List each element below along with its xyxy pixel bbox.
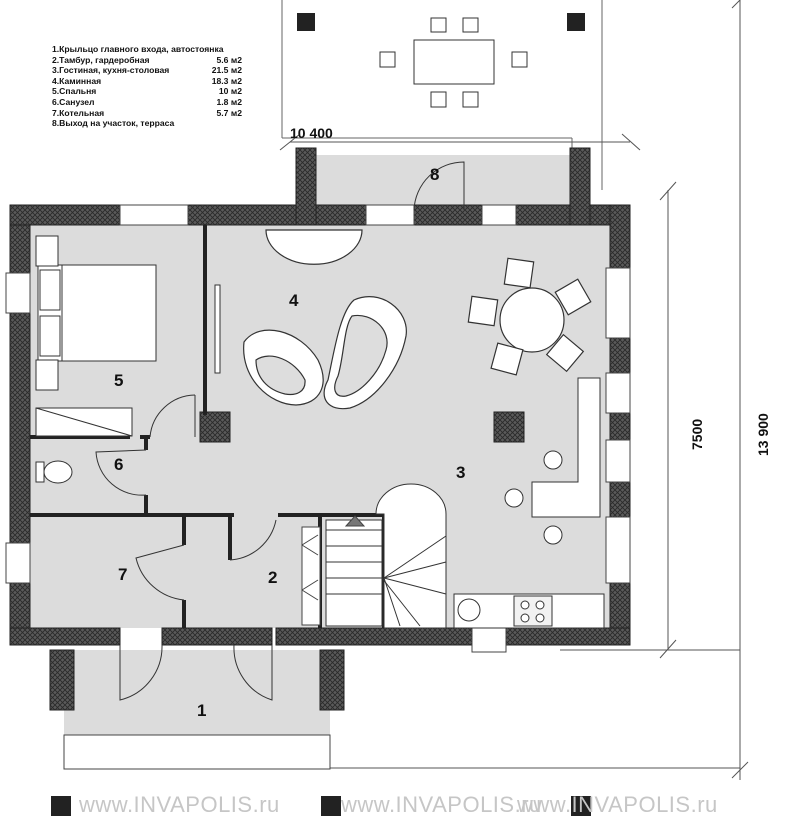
legend-room-name: 6.Санузел <box>52 96 95 107</box>
watermark-text: www.INVAPOLIS.ru <box>341 792 542 817</box>
partition <box>214 284 221 374</box>
legend-room-name: 7.Котельная <box>52 107 105 118</box>
room-label-1: 1 <box>197 701 206 720</box>
legend-row: 7.Котельная 5.7 м2 <box>52 108 242 119</box>
room-label-2: 2 <box>268 568 277 587</box>
staircase <box>325 483 447 629</box>
bed <box>35 235 157 437</box>
doors <box>95 161 465 701</box>
terrace-outline <box>281 0 603 190</box>
legend-room-name: 1.Крыльцо главного входа, автостоянка <box>52 44 224 54</box>
legend-row: 1.Крыльцо главного входа, автостоянка <box>52 44 242 55</box>
armchairs <box>243 229 407 410</box>
legend-room-area: 18.3 м2 <box>211 75 242 86</box>
legend-room-name: 5.Спальня <box>52 86 97 97</box>
legend-room-area: 5.7 м2 <box>216 107 242 118</box>
windows <box>5 204 631 770</box>
legend-room-area: 10 м2 <box>218 86 242 97</box>
dimension-depth-total: 13 900 <box>755 413 771 456</box>
room-label-4: 4 <box>289 291 299 310</box>
toilet <box>35 460 73 484</box>
terrace-pillar <box>297 13 315 31</box>
legend-room-area: 5.6 м2 <box>216 54 242 65</box>
legend-row: 2.Тамбур, гардеробная 5.6 м2 <box>52 55 242 66</box>
legend-room-name: 4.Каминная <box>52 75 102 86</box>
legend-room-name: 8.Выход на участок, терраса <box>52 118 175 129</box>
watermark-text: www.INVAPOLIS.ru <box>79 792 280 817</box>
room-label-8: 8 <box>430 165 439 184</box>
watermark-square <box>51 796 71 816</box>
terrace-pillar <box>567 13 585 31</box>
terrace-dining-set <box>379 17 528 108</box>
watermark: www.INVAPOLIS.ru www.INVAPOLIS.ru www.IN… <box>45 792 785 820</box>
watermark-text: www.INVAPOLIS.ru <box>517 792 718 817</box>
legend-room-name: 2.Тамбур, гардеробная <box>52 54 150 65</box>
legend-row: 4.Каминная 18.3 м2 <box>52 76 242 87</box>
room-label-3: 3 <box>456 463 465 482</box>
legend-row: 5.Спальня 10 м2 <box>52 86 242 97</box>
dining-set <box>467 257 592 376</box>
wardrobe <box>301 526 321 626</box>
legend-room-area <box>238 118 242 129</box>
legend-room-name: 3.Гостиная, кухня-столовая <box>52 65 170 76</box>
watermark-square <box>321 796 341 816</box>
kitchen <box>453 377 605 629</box>
legend-room-area: 1.8 м2 <box>216 96 242 107</box>
room-label-7: 7 <box>118 565 127 584</box>
legend-room-area: 21.5 м2 <box>211 65 242 76</box>
dimension-depth-main: 7500 <box>689 419 705 450</box>
watermark-square <box>571 796 591 816</box>
room-label-5: 5 <box>114 371 123 390</box>
dimension-width: 10 400 <box>290 125 333 141</box>
legend-row: 8.Выход на участок, терраса <box>52 118 242 129</box>
legend-room-area <box>238 44 242 55</box>
legend-row: 6.Санузел 1.8 м2 <box>52 97 242 108</box>
legend-row: 3.Гостиная, кухня-столовая 21.5 м2 <box>52 65 242 76</box>
room-label-6: 6 <box>114 455 123 474</box>
